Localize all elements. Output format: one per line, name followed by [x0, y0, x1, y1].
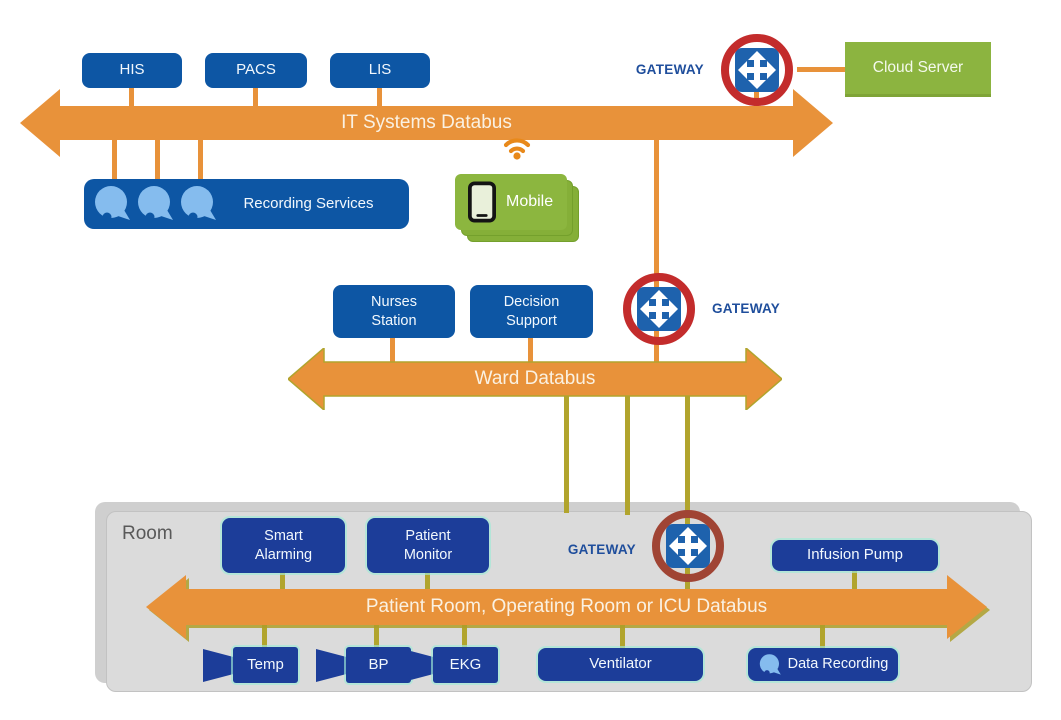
node-nurses-station: Nurses Station	[333, 285, 455, 338]
node-infusion-pump: Infusion Pump	[772, 540, 938, 571]
connector-wardbus-room-2	[625, 396, 630, 515]
gateway-2-label: GATEWAY	[712, 301, 781, 316]
node-mobile: Mobile	[455, 174, 567, 230]
node-recording-services: Recording Services	[84, 179, 409, 229]
recording-bubble-icon	[138, 186, 173, 222]
gateway-ring-icon	[623, 273, 695, 345]
data-recording-label: Data Recording	[787, 656, 889, 673]
mobile-label: Mobile	[506, 193, 554, 210]
room-title: Room	[122, 523, 173, 544]
it-systems-databus-arrow	[20, 89, 833, 157]
node-cloud-server: Cloud Server	[845, 42, 991, 97]
node-his: HIS	[82, 53, 182, 88]
recording-bubble-icon	[759, 653, 781, 675]
connector-roombus-ventilator	[620, 625, 625, 648]
connector-lis-itbus	[377, 88, 382, 106]
room-databus-arrow	[146, 575, 987, 639]
node-pacs: PACS	[205, 53, 307, 88]
connector-itbus-recording-2	[155, 140, 160, 180]
connector-gateway1-cloud	[797, 67, 845, 72]
node-smart-alarming: Smart Alarming	[222, 518, 345, 573]
gateway-ring-icon	[721, 34, 793, 106]
node-decision-support: Decision Support	[470, 285, 593, 338]
node-bp: BP	[346, 647, 411, 683]
connector-roombus-temp	[262, 625, 267, 648]
wifi-icon	[503, 138, 531, 160]
node-lis: LIS	[330, 53, 430, 88]
gateway-ring-icon	[652, 510, 724, 582]
node-data-recording: Data Recording	[748, 648, 898, 681]
node-ventilator: Ventilator	[538, 648, 703, 681]
connector-roombus-bp	[374, 625, 379, 648]
ward-databus-arrow	[288, 348, 782, 410]
connector-itbus-recording-1	[112, 140, 117, 180]
node-ekg: EKG	[433, 647, 498, 683]
gateway-3-label: GATEWAY	[567, 542, 636, 557]
connector-decision-wardbus	[528, 338, 533, 362]
connector-itbus-recording-3	[198, 140, 203, 180]
recording-bubble-icon	[181, 186, 216, 222]
recording-services-label: Recording Services	[243, 194, 374, 212]
tablet-icon	[468, 181, 496, 223]
connector-itbus-gateway2-wardbus	[654, 140, 659, 362]
gateway-1-label: GATEWAY	[635, 62, 704, 77]
connector-his-itbus	[129, 88, 134, 106]
recording-bubble-icon	[95, 186, 130, 222]
connector-roombus-ekg	[462, 625, 467, 648]
node-temp: Temp	[233, 647, 298, 683]
connector-patientmonitor-roombus	[425, 573, 430, 589]
connector-wardbus-gateway3-roombus	[685, 396, 690, 589]
connector-pacs-itbus	[253, 88, 258, 106]
connector-infusionpump-roombus	[852, 571, 857, 589]
node-patient-monitor: Patient Monitor	[367, 518, 489, 573]
connector-nurses-wardbus	[390, 338, 395, 362]
connector-roombus-datarecording	[820, 625, 825, 648]
connector-smartalarming-roombus	[280, 573, 285, 589]
connector-wardbus-room-1	[564, 396, 569, 513]
